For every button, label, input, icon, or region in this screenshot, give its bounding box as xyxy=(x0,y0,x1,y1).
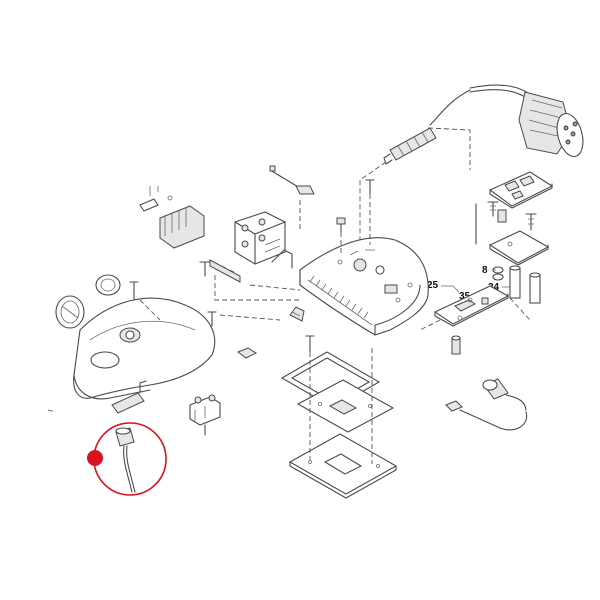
bracket-part xyxy=(271,249,293,269)
guide-line xyxy=(309,348,373,464)
contactor-part xyxy=(234,211,286,265)
callout-8: 8 xyxy=(482,265,488,276)
standoff-part xyxy=(497,209,507,223)
screw-part xyxy=(525,213,537,231)
capacitor-part xyxy=(451,335,461,355)
switch-bracket-part xyxy=(111,380,147,414)
guide-line xyxy=(340,194,371,255)
din-rail-part xyxy=(209,259,241,283)
rotary-knob-part xyxy=(95,274,121,296)
guide-line xyxy=(139,299,161,321)
mounting-bracket-part xyxy=(488,230,550,266)
cable-clip-part xyxy=(269,165,315,195)
callout-25: 25 xyxy=(427,280,439,291)
screw-part xyxy=(487,201,499,217)
cover-plate-part xyxy=(296,379,395,433)
guide-line xyxy=(359,161,387,250)
main-circuit-board-part xyxy=(433,285,510,327)
leader-line xyxy=(441,285,460,293)
washer-part xyxy=(492,266,504,281)
cable-gland-part xyxy=(289,306,305,322)
guide-line xyxy=(419,297,531,331)
small-circuit-board-part xyxy=(488,171,554,209)
cable-line xyxy=(429,89,471,126)
cable-grommet-part xyxy=(383,127,437,165)
screw-part xyxy=(305,335,315,353)
probe-connector-part xyxy=(482,378,527,411)
screw-part xyxy=(365,179,375,195)
red-dot-icon xyxy=(87,450,103,466)
guide-line xyxy=(47,409,57,413)
callout-35: 35 xyxy=(459,291,471,302)
guide-line xyxy=(214,275,300,301)
terminal-block-part xyxy=(139,186,205,249)
screw-part xyxy=(129,281,139,301)
spacer-part xyxy=(509,265,541,304)
guide-line xyxy=(427,127,471,170)
screw-part xyxy=(207,311,217,327)
base-plate-part xyxy=(288,433,398,499)
push-button-part xyxy=(236,347,258,359)
front-cover-part xyxy=(73,297,216,400)
main-housing-part xyxy=(299,237,429,336)
probe-sensor-part xyxy=(445,400,528,431)
screw-part xyxy=(336,217,346,233)
guide-line xyxy=(219,314,281,321)
screw-part xyxy=(199,261,211,277)
guide-line xyxy=(249,284,301,291)
cable-clamp-part xyxy=(189,394,221,436)
rotary-knob-part xyxy=(55,295,85,329)
sensor-cable-part xyxy=(115,427,136,493)
plug-connector-part xyxy=(469,84,584,158)
